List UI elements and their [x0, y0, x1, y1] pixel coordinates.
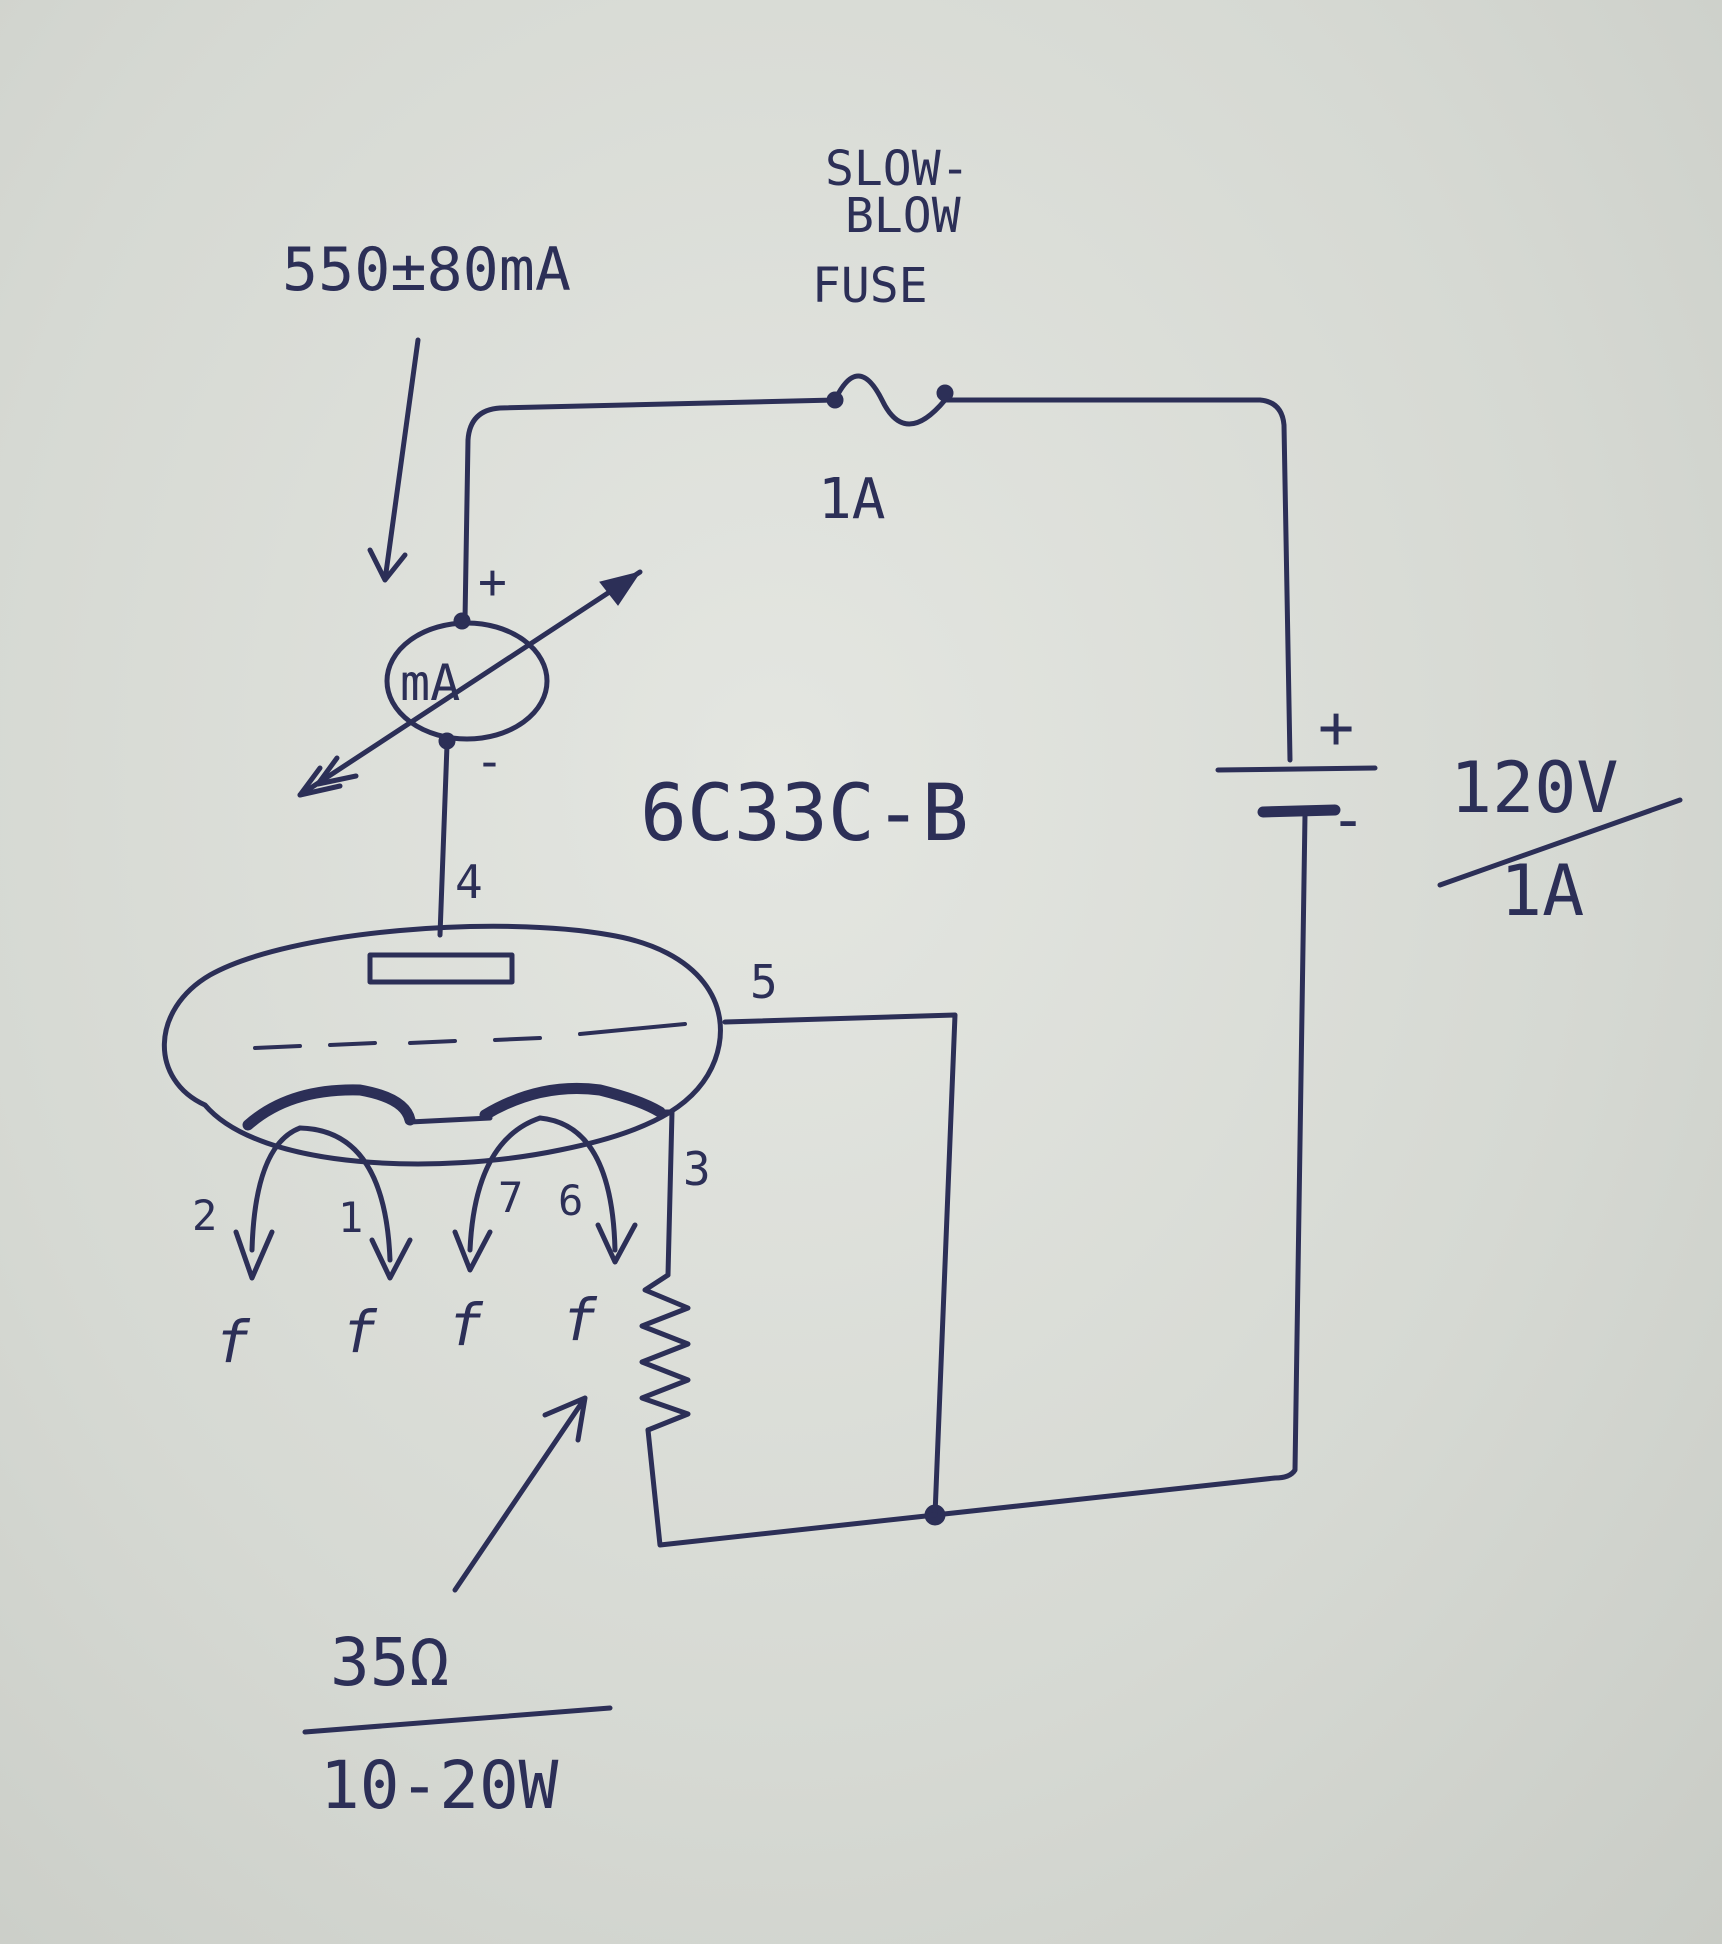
filament-symbol-1: f [215, 1308, 251, 1376]
filament-symbol-2: f [342, 1298, 378, 1366]
heater-leads [233, 1115, 638, 1281]
fuse-symbol [826, 373, 954, 427]
fuse-rating: 1A [818, 467, 885, 532]
pin-label-7: 7 [498, 1173, 523, 1222]
milliammeter [297, 569, 643, 798]
meter-symbol: mA [400, 654, 460, 712]
pin-label-cathode: 3 [683, 1142, 711, 1196]
tube-cathodes [242, 1082, 675, 1131]
wire-right [932, 812, 1308, 1518]
pin-label-2: 2 [192, 1191, 217, 1240]
fuse-label-line3: FUSE [812, 258, 928, 314]
wire-cathode [665, 1109, 675, 1278]
pin-label-6: 6 [558, 1176, 583, 1225]
fuse-label-line2: BLOW [845, 188, 961, 244]
wire-grid [722, 1012, 958, 1518]
filament-symbol-3: f [448, 1291, 484, 1359]
resistor-value: 35Ω [330, 1624, 449, 1701]
filament-symbol-4: f [562, 1286, 598, 1354]
resistor-fraction-bar [302, 1705, 613, 1735]
meter-label-arrow [367, 337, 421, 583]
supply-current: 1A [1500, 850, 1584, 932]
meter-plus: + [478, 554, 507, 610]
tube-envelope [161, 923, 723, 1167]
pin-label-anode: 4 [455, 855, 483, 909]
fuse-label-line1: SLOW- [825, 141, 970, 197]
pin-label-grid: 5 [750, 955, 778, 1009]
tube-grid [253, 1022, 687, 1050]
meter-current-label: 550±80mA [282, 235, 571, 305]
wire-top [462, 397, 1293, 763]
battery-symbol [1215, 765, 1378, 818]
pin-label-1: 1 [338, 1193, 363, 1242]
wire-bottom [645, 1427, 938, 1548]
tube-type-label: 6C33C-B [640, 769, 969, 859]
resistor-power: 10-20W [320, 1747, 559, 1824]
supply-minus: - [1330, 785, 1366, 855]
resistor-symbol [639, 1272, 691, 1433]
tube-anode-plate [367, 952, 515, 985]
supply-voltage: 120V [1450, 747, 1619, 829]
wire-anode [437, 742, 450, 938]
supply-plus: + [1318, 693, 1354, 763]
meter-minus: - [475, 734, 504, 790]
supply-fraction-bar [1437, 797, 1683, 888]
resistor-label-arrow [452, 1395, 588, 1593]
